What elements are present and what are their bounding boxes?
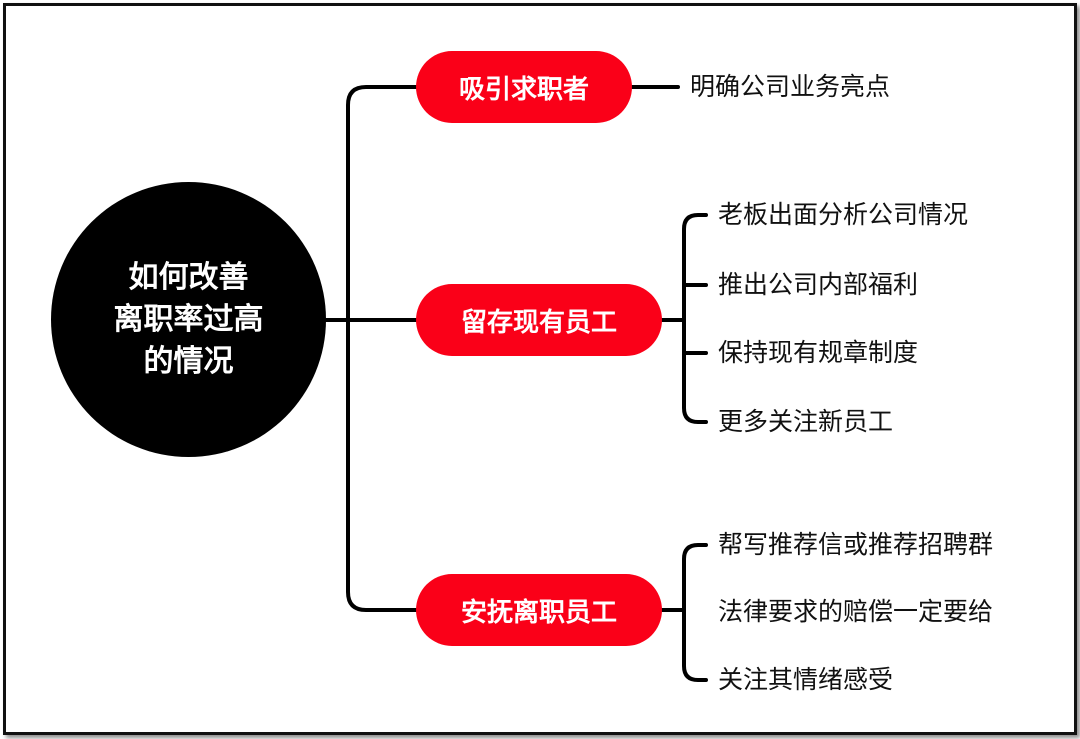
leaf-3-3: 关注其情绪感受 bbox=[718, 665, 894, 694]
root-line-2: 离职率过高 bbox=[113, 301, 264, 337]
branch-attract-candidates: 吸引求职者 bbox=[416, 51, 632, 123]
branch-3-bracket bbox=[682, 543, 708, 682]
leaf-2-2: 推出公司内部福利 bbox=[718, 270, 919, 299]
leaf-3-1: 帮写推荐信或推荐招聘群 bbox=[718, 530, 994, 559]
root-line-3: 的情况 bbox=[143, 343, 234, 379]
branch-comfort-leavers: 安抚离职员工 bbox=[416, 574, 662, 646]
leaf-1-1: 明确公司业务亮点 bbox=[690, 72, 891, 101]
root-line-1: 如何改善 bbox=[128, 259, 249, 295]
root-node: 如何改善 离职率过高 的情况 bbox=[51, 182, 326, 457]
branch-2-bracket bbox=[682, 213, 708, 424]
branch-retain-employees: 留存现有员工 bbox=[416, 284, 662, 356]
leaf-2-4: 更多关注新员工 bbox=[718, 407, 894, 436]
main-spine bbox=[346, 85, 418, 612]
leaf-3-2: 法律要求的赔偿一定要给 bbox=[718, 597, 994, 626]
leaf-2-3: 保持现有规章制度 bbox=[718, 338, 919, 367]
leaf-2-1: 老板出面分析公司情况 bbox=[718, 200, 969, 229]
